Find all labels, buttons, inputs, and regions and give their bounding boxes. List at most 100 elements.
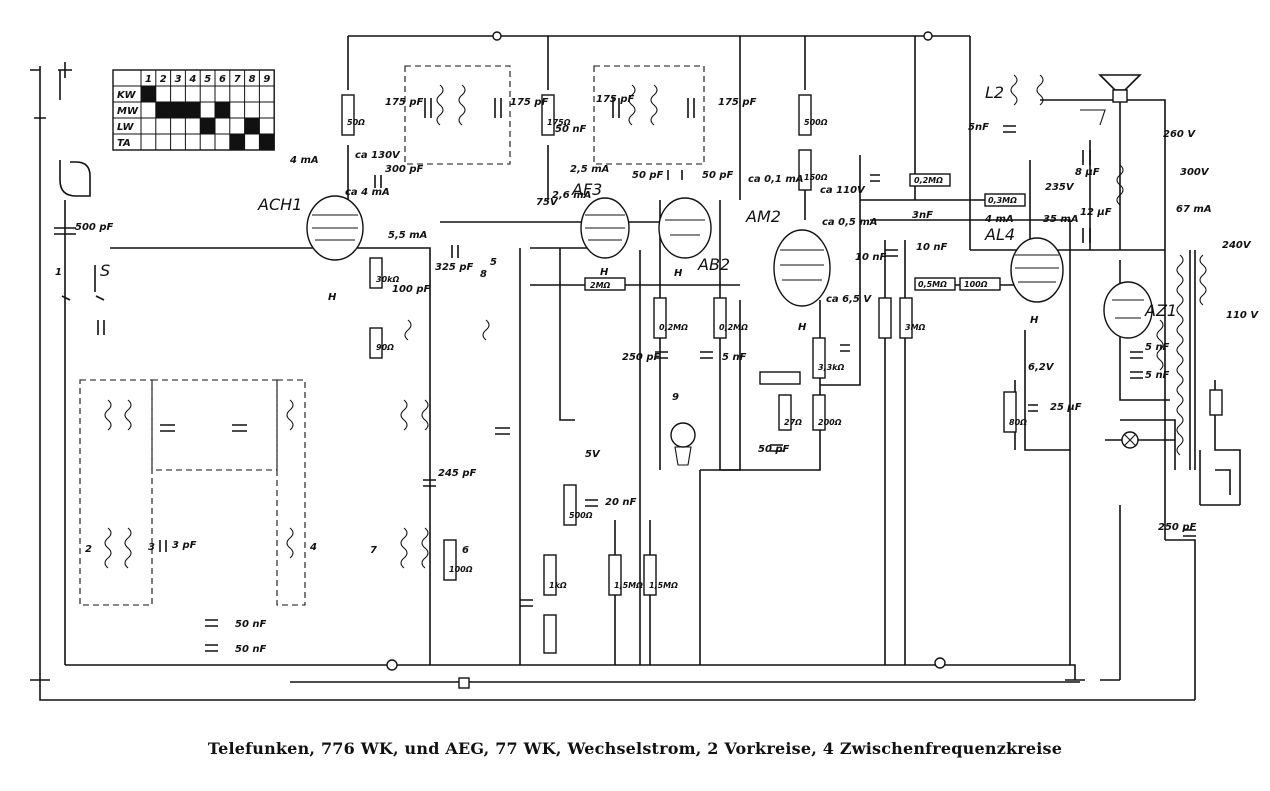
- switch-table-filled-cell: [185, 102, 201, 118]
- tube-al4: [1010, 237, 1064, 303]
- label-c-50pf-c: 50 pF: [758, 444, 790, 455]
- label-al4-35ma: 35 mA: [1043, 214, 1079, 225]
- label-sw-6: 6: [462, 545, 469, 556]
- switch-table-row-label: LW: [117, 122, 135, 133]
- label-r-90: 90Ω: [376, 343, 394, 352]
- switch-table-row-label: MW: [117, 106, 139, 117]
- resistors: [341, 94, 1223, 654]
- label-c-175b: 175 pF: [510, 97, 549, 108]
- label-c-20nf: 20 nF: [605, 497, 637, 508]
- label-c-325pf: 325 pF: [435, 262, 474, 273]
- switch-table-col-header: 8: [249, 74, 256, 85]
- switch-table-filled-cell: [259, 134, 275, 150]
- switch-table-filled-cell: [170, 102, 186, 118]
- tube-ab2: [658, 197, 712, 259]
- label-v-62: 6,2V: [1028, 362, 1055, 373]
- label-sw-5: 5: [490, 257, 497, 268]
- label-r-15m-b: 1,5MΩ: [649, 581, 678, 590]
- switch-table-col-header: 2: [160, 74, 167, 85]
- label-c-5nf: 5 nF: [722, 352, 747, 363]
- label-r-200: 200Ω: [818, 418, 842, 427]
- label-v-260: 260 V: [1163, 129, 1196, 140]
- label-c-5nf-a: 5 nF: [1145, 342, 1170, 353]
- label-sw-7: 7: [370, 545, 377, 556]
- label-am2-65v: ca 6,5 V: [826, 294, 872, 305]
- label-r-02m: 0,2MΩ: [914, 176, 943, 185]
- label-r-80: 80Ω: [1009, 418, 1027, 427]
- label-c-50nf-b: 50 nF: [235, 619, 267, 630]
- label-al4: AL4: [984, 225, 1015, 244]
- main-bus-wiring: [110, 35, 1241, 700]
- label-heater: H: [798, 322, 807, 333]
- label-heater: H: [600, 267, 609, 278]
- label-ab2: AB2: [697, 255, 730, 274]
- label-af3: AF3: [571, 180, 602, 199]
- label-c-12uf: 12 µF: [1080, 207, 1112, 218]
- label-v-240: 240V: [1222, 240, 1252, 251]
- label-am2-110v: ca 110V: [820, 185, 866, 196]
- label-v-300: 300V: [1180, 167, 1210, 178]
- label-sw-s: S: [100, 261, 110, 280]
- coils: [104, 74, 1207, 569]
- label-c-8uf: 8 µF: [1075, 167, 1100, 178]
- speaker: [1080, 74, 1142, 126]
- label-c-50pf-b: 50 pF: [702, 170, 734, 181]
- label-c-3nf: 3nF: [912, 210, 933, 221]
- label-c-50nf-c: 50 nF: [235, 644, 267, 655]
- label-ma-67: 67 mA: [1176, 204, 1212, 215]
- label-c-5nf-l2: 5nF: [968, 122, 989, 133]
- figure-caption: Telefunken, 776 WK, und AEG, 77 WK, Wech…: [207, 739, 1063, 758]
- label-r-50: 50Ω: [347, 118, 365, 127]
- label-c-175c: 175 pF: [596, 94, 635, 105]
- label-r-1k: 1kΩ: [549, 581, 567, 590]
- label-r-150: 150Ω: [804, 173, 828, 182]
- label-am2: AM2: [745, 207, 781, 226]
- label-c-100pf: 100 pF: [392, 284, 431, 295]
- label-r-3m: 3MΩ: [905, 323, 926, 332]
- label-ach1-130v: ca 130V: [355, 150, 401, 161]
- label-r-05m: 0,5MΩ: [918, 280, 947, 289]
- label-r-27: 27Ω: [784, 418, 802, 427]
- label-r-175: 175Ω: [547, 118, 571, 127]
- label-ach1-4ma: 4 mA: [289, 155, 319, 166]
- label-al4-4ma: 4 mA: [984, 214, 1014, 225]
- label-r-100-b: 100Ω: [449, 565, 473, 574]
- label-c-175d: 175 pF: [718, 97, 757, 108]
- switch-table-col-header: 6: [219, 74, 226, 85]
- label-am2-01ma: ca 0,1 mA: [748, 174, 804, 185]
- tube-az1: [1103, 281, 1153, 339]
- tubes: [306, 195, 1153, 339]
- label-r-33k: 3,3kΩ: [818, 363, 844, 372]
- label-c-175a: 175 pF: [385, 97, 424, 108]
- label-ach1-4ma-b: ca 4 mA: [345, 187, 390, 198]
- switch-table-filled-cell: [244, 118, 260, 134]
- label-r-100: 100Ω: [964, 280, 988, 289]
- label-c-50pf-a: 50 pF: [632, 170, 664, 181]
- label-c-10nf-b: 10 nF: [916, 242, 948, 253]
- label-heater: H: [674, 268, 683, 279]
- label-v-110: 110 V: [1226, 310, 1259, 321]
- label-ach1: ACH1: [257, 195, 302, 214]
- misc-parts: [30, 31, 1139, 689]
- label-r-30k: 30kΩ: [376, 275, 399, 284]
- label-sw-4: 4: [309, 542, 317, 553]
- label-al4-235v: 235V: [1045, 182, 1075, 193]
- label-c-5nf-b: 5 nF: [1145, 370, 1170, 381]
- switch-table-row-label: TA: [117, 138, 131, 149]
- label-c-250pf-b: 250 pF: [1158, 522, 1197, 533]
- label-c-50nf-a: 50 nF: [555, 124, 587, 135]
- label-r-02m: 0,2MΩ: [719, 323, 748, 332]
- label-r-02m-b: 0,2MΩ: [659, 323, 688, 332]
- switch-table-filled-cell: [215, 102, 230, 118]
- label-af3-25ma: 2,5 mA: [570, 164, 609, 175]
- label-af3-75v: 75V: [536, 197, 559, 208]
- label-l2: L2: [985, 83, 1004, 102]
- label-r-500: 500Ω: [569, 511, 593, 520]
- switch-table-col-header: 1: [145, 74, 152, 85]
- label-az1: AZ1: [1144, 301, 1177, 320]
- label-c-250pf: 250 pF: [622, 352, 661, 363]
- label-c-245pf: 245 pF: [438, 468, 477, 479]
